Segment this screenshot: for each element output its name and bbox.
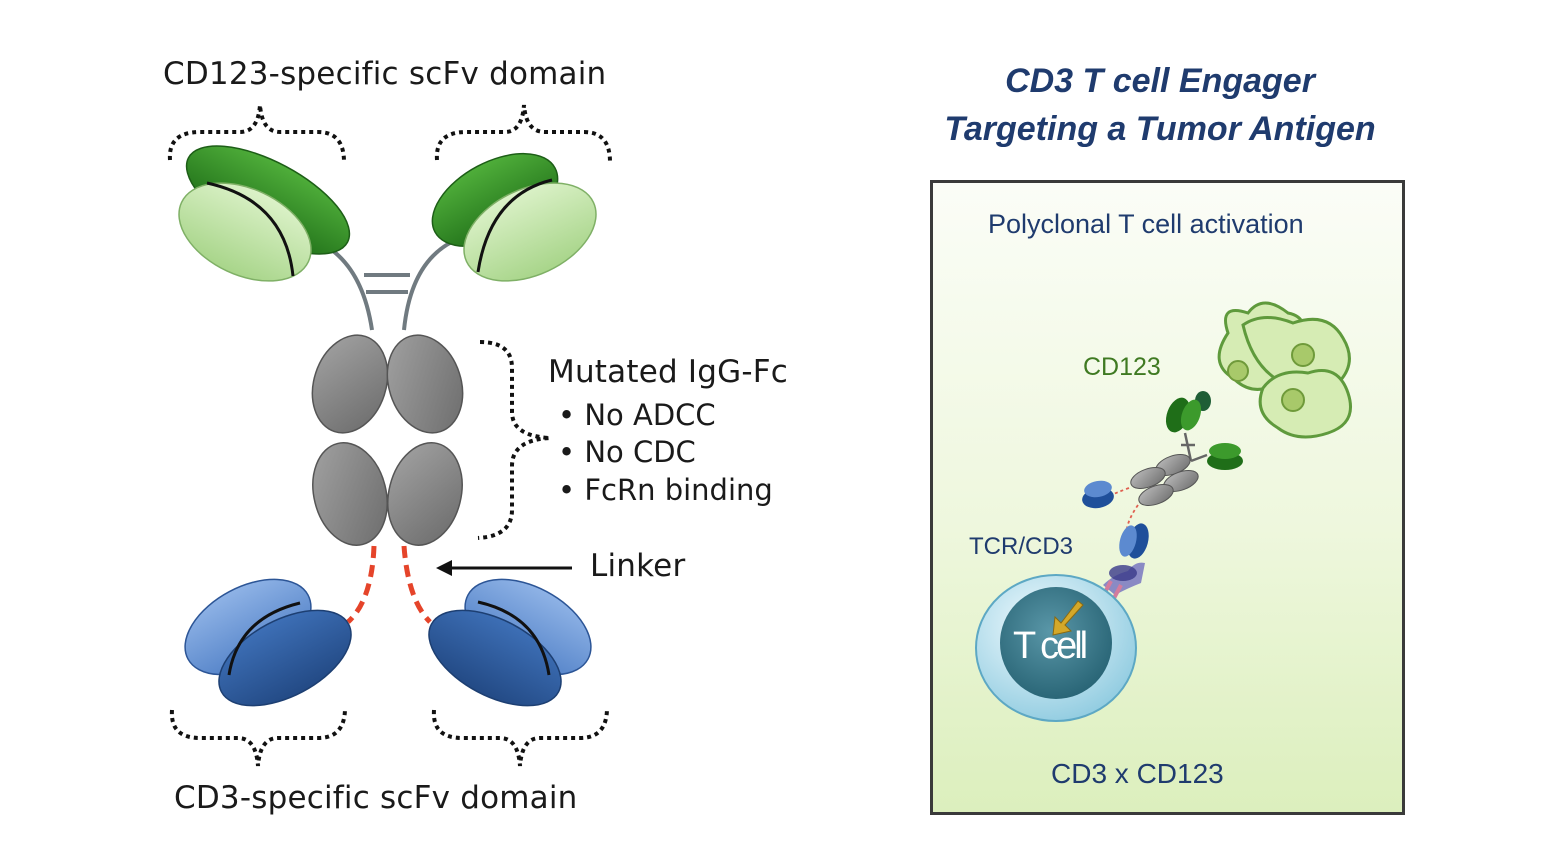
mini-linker — [1104, 487, 1139, 529]
fc-bullet-3-text: FcRn binding — [584, 473, 773, 507]
panel-title-line2: Targeting a Tumor Antigen — [944, 110, 1376, 148]
t-cell-label: T cell — [1013, 625, 1088, 667]
panel-footer: CD3 x CD123 — [1051, 758, 1224, 789]
bottom-right-scfv — [428, 578, 592, 707]
mini-hinge — [1181, 432, 1208, 463]
panel-title-line1: CD3 T cell Engager — [1005, 62, 1315, 100]
fc-brace — [477, 340, 551, 540]
cd123-domain-label: CD123-specific scFv domain — [163, 56, 607, 92]
mechanism-panel: Polyclonal T cell activation CD123 TCR/C… — [930, 180, 1405, 815]
cd123-label: CD123 — [1083, 353, 1161, 381]
top-left-brace — [167, 104, 346, 163]
mini-fc — [1130, 454, 1199, 506]
fc-bullet-3: • FcRn binding — [558, 473, 773, 507]
t-cell — [975, 574, 1137, 722]
bottom-right-brace — [431, 707, 609, 767]
mini-green-scfv-2 — [1207, 443, 1243, 470]
mini-green-scfv-1 — [1165, 397, 1202, 433]
fc-bullet-2-text: No CDC — [584, 435, 696, 469]
panel-heading: Polyclonal T cell activation — [988, 209, 1304, 239]
linker-label: Linker — [590, 548, 686, 584]
fc-title-label: Mutated IgG-Fc — [548, 354, 789, 390]
tumor-nuclei — [1227, 343, 1315, 412]
fc-bullet-1: • No ADCC — [558, 398, 716, 432]
linkers — [346, 545, 432, 624]
linker-arrow — [436, 560, 572, 576]
tumor-cells — [1217, 301, 1352, 439]
top-left-scfv — [178, 145, 351, 282]
cd3-domain-label: CD3-specific scFv domain — [174, 780, 578, 816]
tcr-cd3-label: TCR/CD3 — [969, 533, 1074, 560]
fc-bullet-2: • No CDC — [558, 435, 696, 469]
top-right-brace — [434, 104, 612, 163]
mini-blue-scfv-2 — [1119, 523, 1149, 559]
fc-bullet-1-text: No ADCC — [584, 398, 716, 432]
top-right-scfv — [431, 152, 597, 282]
bottom-left-brace — [169, 707, 347, 767]
fc-domains — [311, 334, 464, 546]
mechanism-graphics — [975, 301, 1352, 722]
mini-blue-scfv-1 — [1082, 480, 1114, 509]
bottom-left-scfv — [184, 578, 352, 707]
